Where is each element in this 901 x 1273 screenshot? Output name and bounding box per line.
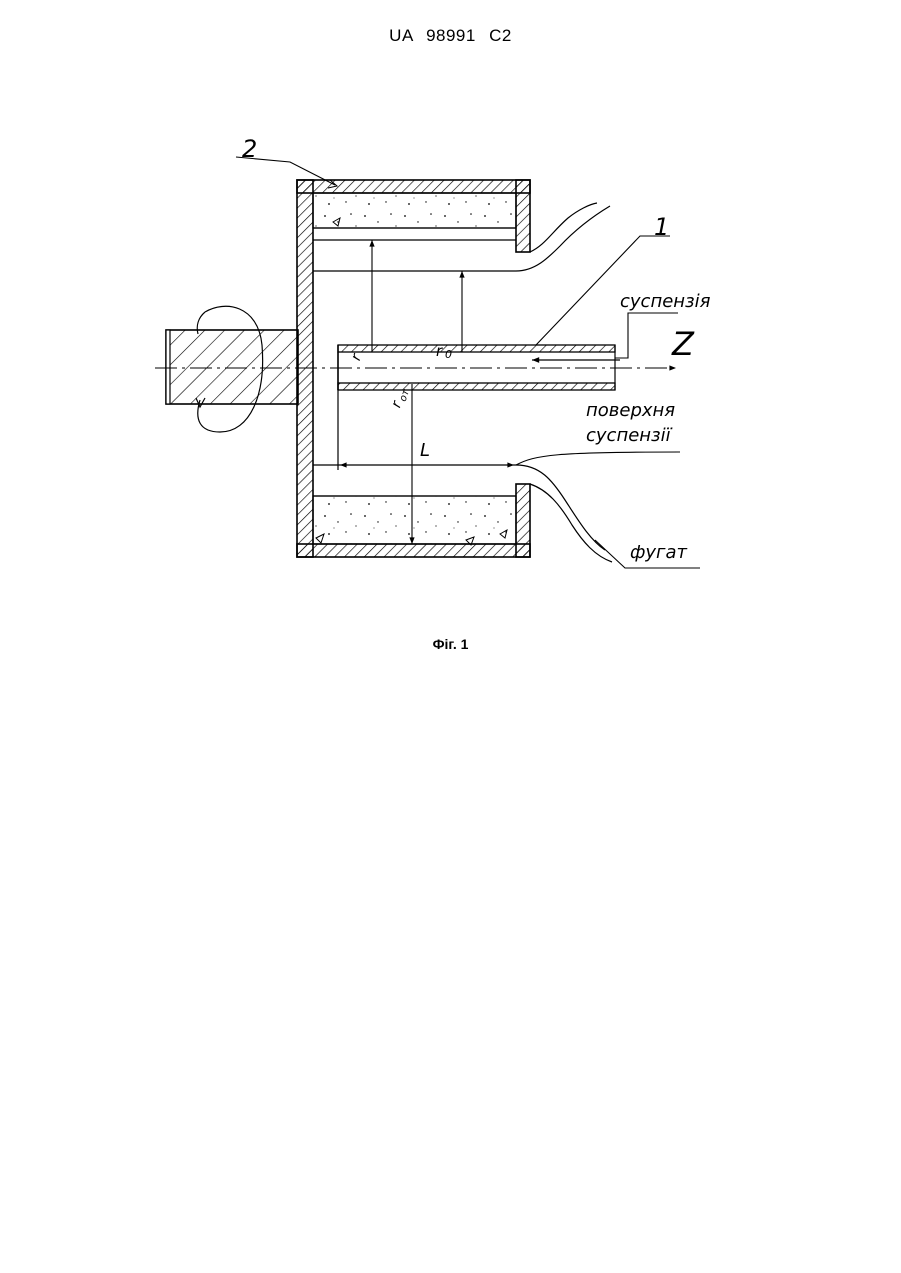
label-suspension: суспензія — [620, 291, 711, 312]
sediment-layers — [313, 193, 516, 545]
shaft — [166, 306, 298, 432]
feed-tube — [338, 345, 615, 470]
label-length-l: L — [420, 440, 430, 461]
label-axis-z: Z — [671, 325, 695, 363]
label-surface-line1: поверхня — [586, 400, 675, 421]
svg-text:0: 0 — [445, 348, 452, 361]
suspension-leader — [615, 313, 678, 358]
label-part-2: 2 — [242, 135, 257, 163]
label-fugate: фугат — [630, 542, 688, 563]
figure-caption: Фіг. 1 — [0, 636, 901, 652]
svg-text:r: r — [436, 342, 443, 360]
label-surface-line2: суспензії — [586, 425, 673, 446]
label-part-1: 1 — [654, 213, 669, 241]
